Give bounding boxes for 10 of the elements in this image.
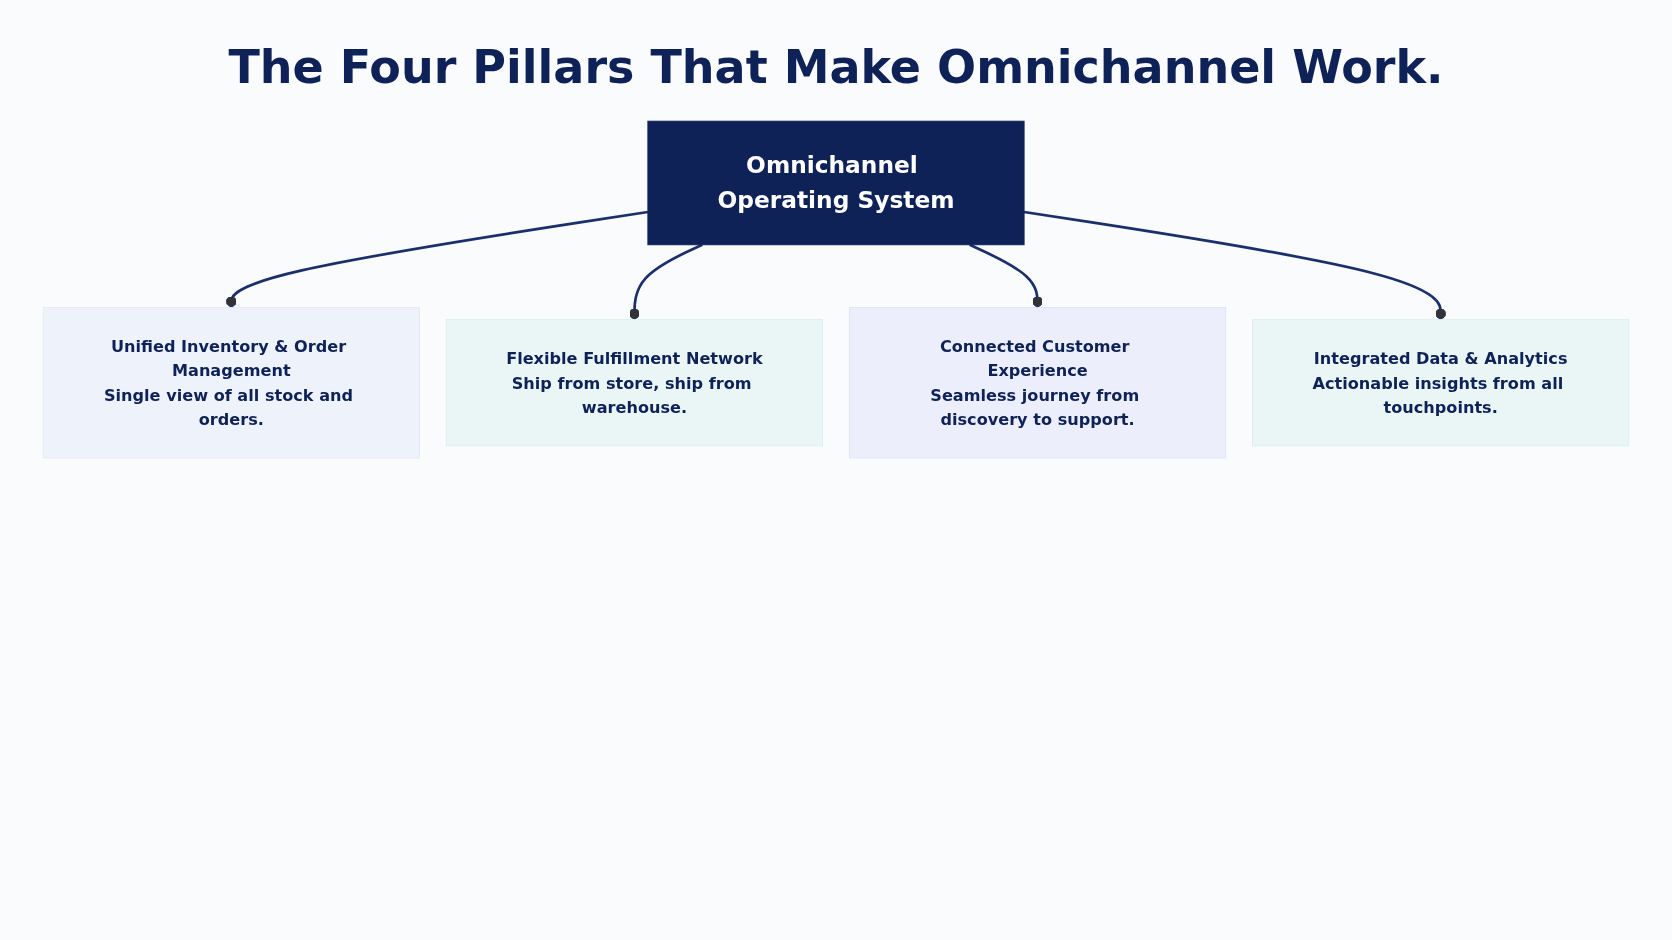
connector: [225, 210, 649, 308]
connector: [969, 243, 1043, 308]
node-box: Unified Inventory & Order Management Single view of all stock and orders.: [42, 307, 420, 459]
connector: [1023, 210, 1447, 320]
node-box: Connected Customer Experience Seamless journey from discovery to support.: [849, 307, 1227, 459]
title: The Four Pillars That Make Omnichannel Work.: [228, 40, 1444, 94]
node-box: Integrated Data & Analytics Actionable insights from all touchpoints.: [1252, 319, 1630, 447]
connector: [629, 243, 703, 320]
node-box: Flexible Fulfillment Network Ship from store, ship from warehouse.: [445, 319, 823, 447]
node-box: Omnichannel Operating System: [647, 120, 1025, 246]
